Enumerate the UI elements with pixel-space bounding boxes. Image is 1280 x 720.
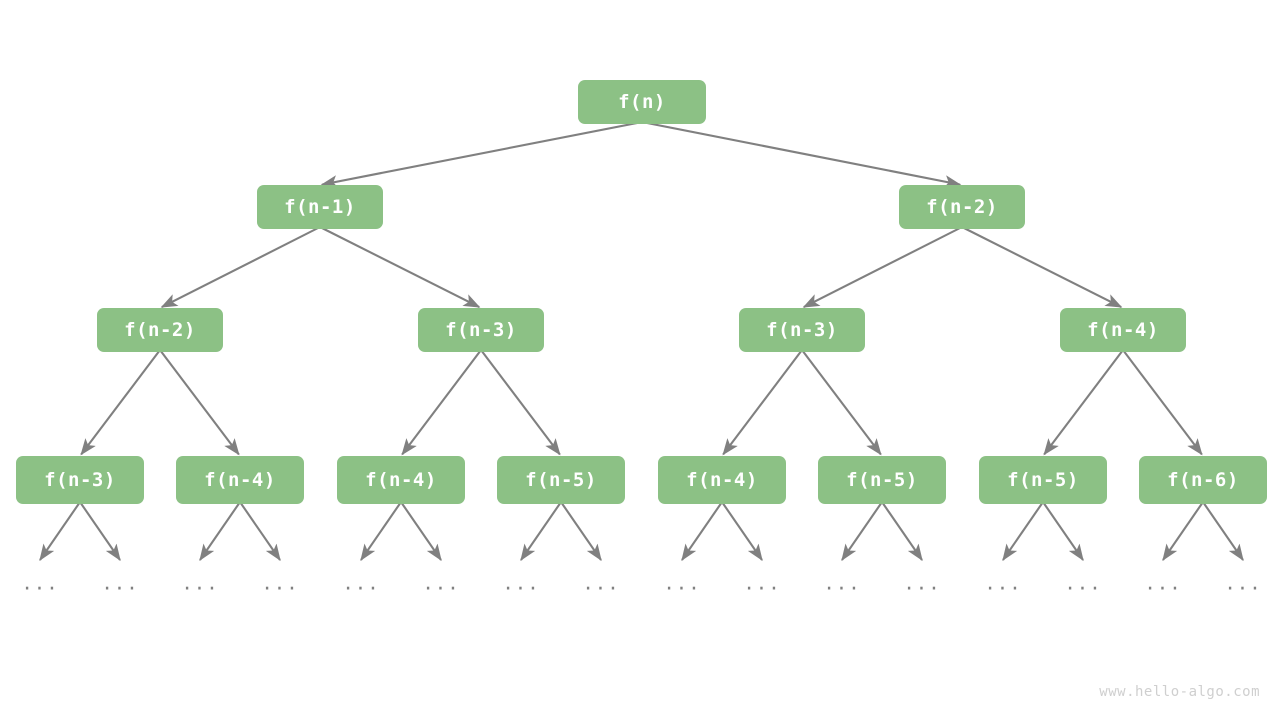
tree-edge-arrow <box>641 120 962 188</box>
tree-node-label: f(n-4) <box>686 469 758 491</box>
ellipsis-marker: ... <box>743 572 781 595</box>
ellipsis-marker: ... <box>21 572 59 595</box>
tree-node[interactable]: f(n-3) <box>418 308 544 352</box>
watermark-label: www.hello-algo.com <box>1099 684 1260 700</box>
tree-node[interactable]: f(n-2) <box>899 185 1025 229</box>
tree-edge-arrow <box>319 226 481 309</box>
tree-node[interactable]: f(n-4) <box>658 456 786 504</box>
tree-node[interactable]: f(n-5) <box>979 456 1107 504</box>
tree-edge-arrow <box>160 226 321 309</box>
ellipsis-marker: ... <box>984 572 1022 595</box>
tree-node-label: f(n-4) <box>1087 319 1159 341</box>
tree-edge-arrow <box>80 349 161 456</box>
ellipsis-marker: ... <box>342 572 380 595</box>
tree-stub-arrow <box>1042 501 1084 562</box>
tree-stub-arrow <box>1162 501 1204 562</box>
tree-edge-arrow <box>480 349 561 456</box>
tree-node[interactable]: f(n-4) <box>337 456 465 504</box>
ellipsis-marker: ... <box>1144 572 1182 595</box>
tree-stub-arrow <box>39 501 81 562</box>
ellipsis-marker: ... <box>823 572 861 595</box>
ellipsis-marker: ... <box>663 572 701 595</box>
tree-node[interactable]: f(n) <box>578 80 706 124</box>
tree-stub-arrow <box>1202 501 1244 562</box>
ellipsis-marker: ... <box>1064 572 1102 595</box>
tree-node-label: f(n-3) <box>766 319 838 341</box>
tree-edge-arrow <box>1043 349 1124 456</box>
tree-node-label: f(n-2) <box>926 196 998 218</box>
tree-node-label: f(n-3) <box>44 469 116 491</box>
tree-node[interactable]: f(n-2) <box>97 308 223 352</box>
tree-node-label: f(n-4) <box>365 469 437 491</box>
tree-edge-arrow <box>961 226 1123 309</box>
tree-node-label: f(n-5) <box>1007 469 1079 491</box>
tree-node[interactable]: f(n-1) <box>257 185 383 229</box>
tree-stub-arrow <box>79 501 121 562</box>
tree-node-label: f(n-1) <box>284 196 356 218</box>
ellipsis-marker: ... <box>1224 572 1262 595</box>
tree-edge-arrow <box>722 349 803 456</box>
tree-node-label: f(n-6) <box>1167 469 1239 491</box>
ellipsis-marker: ... <box>903 572 941 595</box>
tree-node-label: f(n-5) <box>525 469 597 491</box>
tree-node-label: f(n) <box>618 91 666 113</box>
tree-stub-arrow <box>841 501 883 562</box>
tree-edge-arrow <box>159 349 240 456</box>
tree-stub-arrow <box>199 501 241 562</box>
ellipsis-marker: ... <box>261 572 299 595</box>
tree-stub-arrow <box>400 501 442 562</box>
tree-edge-arrow <box>401 349 482 456</box>
tree-stub-arrow <box>1002 501 1044 562</box>
tree-node-label: f(n-3) <box>445 319 517 341</box>
tree-node-label: f(n-2) <box>124 319 196 341</box>
tree-stub-arrow <box>681 501 723 562</box>
tree-stub-arrow <box>239 501 281 562</box>
tree-stub-arrow <box>560 501 602 562</box>
tree-node[interactable]: f(n-6) <box>1139 456 1267 504</box>
ellipsis-marker: ... <box>582 572 620 595</box>
tree-stub-arrow <box>881 501 923 562</box>
tree-node[interactable]: f(n-3) <box>739 308 865 352</box>
ellipsis-marker: ... <box>101 572 139 595</box>
tree-edge-arrow <box>801 349 882 456</box>
tree-edge-arrow <box>1122 349 1203 456</box>
tree-node-label: f(n-5) <box>846 469 918 491</box>
tree-edge-arrow <box>802 226 963 309</box>
tree-node[interactable]: f(n-5) <box>497 456 625 504</box>
tree-stub-arrow <box>360 501 402 562</box>
ellipsis-marker: ... <box>502 572 540 595</box>
ellipsis-marker: ... <box>422 572 460 595</box>
tree-node[interactable]: f(n-4) <box>1060 308 1186 352</box>
ellipsis-marker: ... <box>181 572 219 595</box>
tree-edge-arrow <box>320 120 643 189</box>
tree-node-label: f(n-4) <box>204 469 276 491</box>
tree-stub-arrow <box>520 501 562 562</box>
tree-stub-arrow <box>721 501 763 562</box>
tree-node[interactable]: f(n-5) <box>818 456 946 504</box>
tree-node[interactable]: f(n-4) <box>176 456 304 504</box>
tree-node[interactable]: f(n-3) <box>16 456 144 504</box>
